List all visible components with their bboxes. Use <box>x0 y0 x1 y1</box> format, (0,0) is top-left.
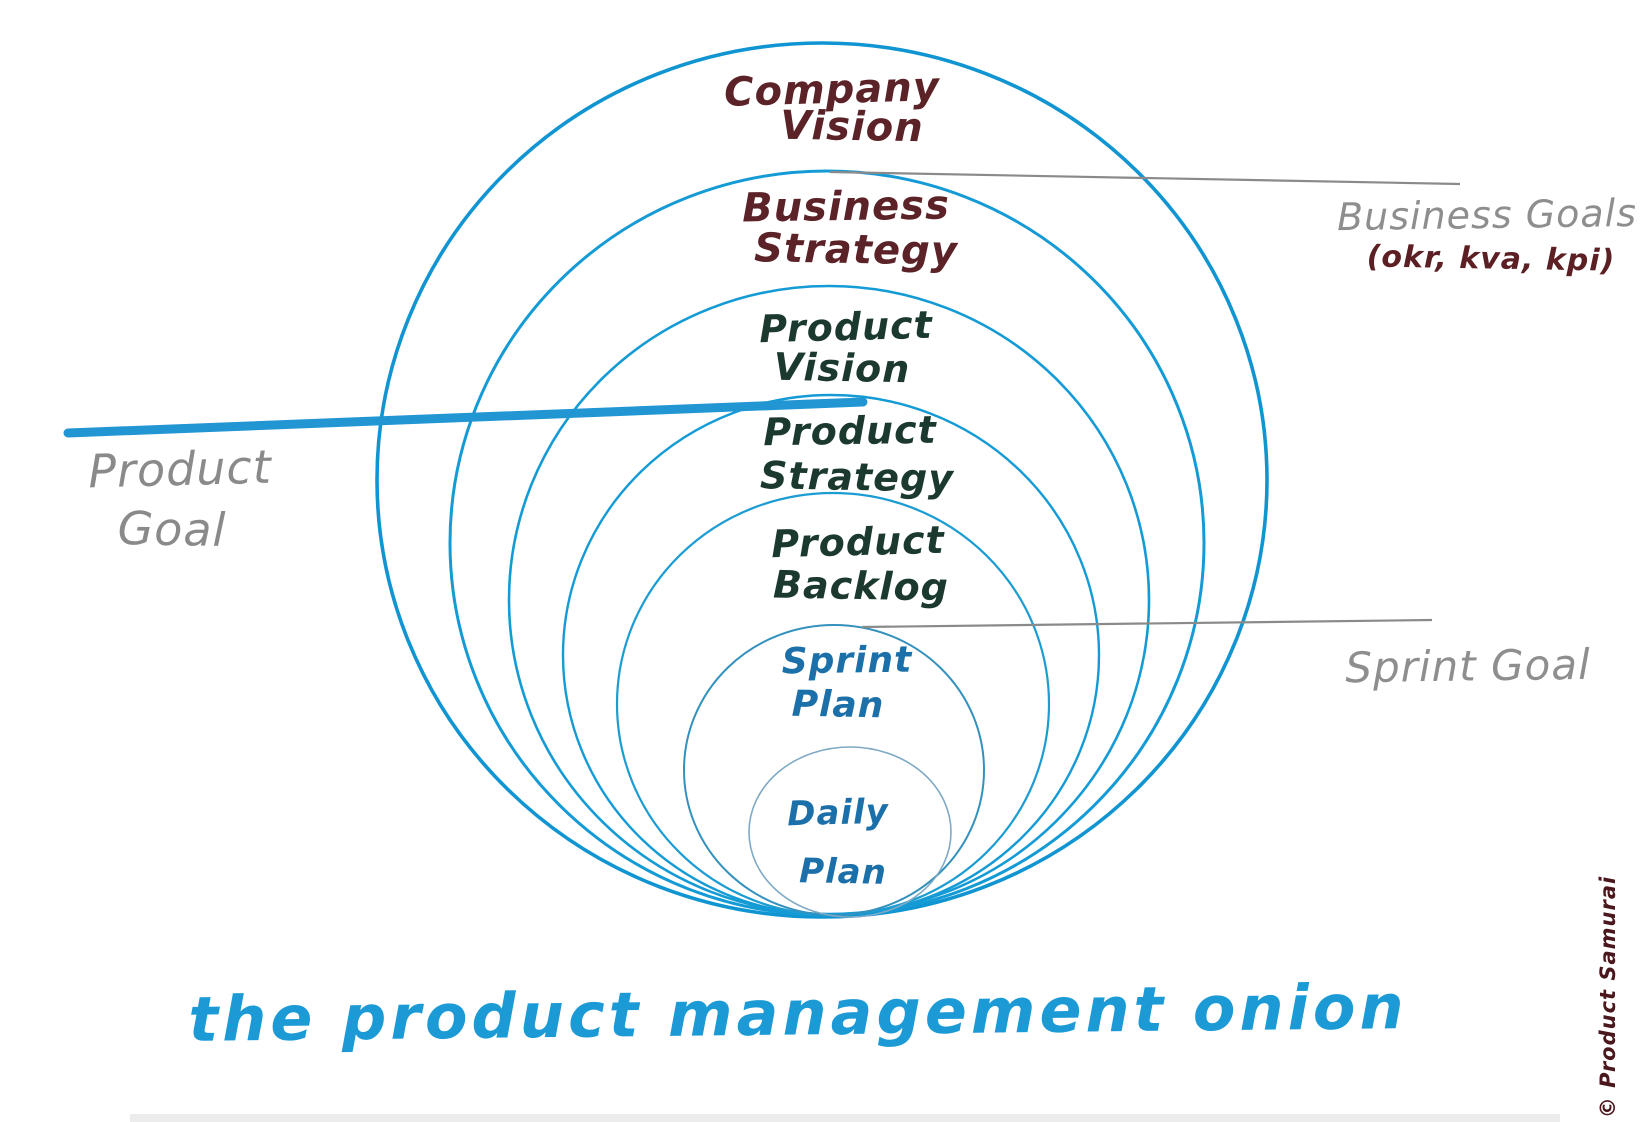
ring-label-daily-plan-line2: Plan <box>798 851 888 893</box>
ring-label-product-strategy-line1: Product <box>762 407 938 455</box>
ring-label-business-strategy-line1: Business <box>741 182 951 232</box>
author-signature: © Product Samurai <box>1596 875 1620 1119</box>
ring-circle-sprint-plan <box>683 624 985 916</box>
product-goal-annotation-line2: Goal <box>117 501 227 557</box>
ring-label-company-vision-line2: Vision <box>779 102 925 152</box>
business-goals-annotation: Business Goals <box>1336 190 1638 240</box>
business-goals-pointer-line <box>829 170 1461 186</box>
business-goals-sub-annotation: (okr, kva, kpi) <box>1366 239 1616 279</box>
sprint-goal-annotation: Sprint Goal <box>1344 639 1592 693</box>
ring-label-product-vision-line1: Product <box>758 302 934 352</box>
ring-label-business-strategy-line2: Strategy <box>753 225 959 275</box>
diagram-title: the product management onion <box>188 970 1408 1056</box>
ring-label-product-strategy-line2: Strategy <box>759 453 955 501</box>
ring-label-product-vision-line2: Vision <box>773 344 911 392</box>
ring-label-product-backlog-line1: Product <box>770 517 946 567</box>
ring-circle-company-vision <box>375 41 1269 919</box>
ring-label-sprint-plan-line1: Sprint <box>781 639 913 683</box>
ring-circle-daily-plan <box>748 746 952 918</box>
ring-label-daily-plan-line1: Daily <box>786 791 890 835</box>
ring-label-product-backlog-line2: Backlog <box>772 562 950 610</box>
bottom-scan-strip <box>130 1114 1560 1122</box>
ring-label-sprint-plan-line2: Plan <box>791 683 885 727</box>
product-goal-annotation-line1: Product <box>87 439 273 499</box>
sprint-goal-pointer-line <box>861 618 1433 629</box>
product-goal-pointer-line <box>63 397 868 438</box>
